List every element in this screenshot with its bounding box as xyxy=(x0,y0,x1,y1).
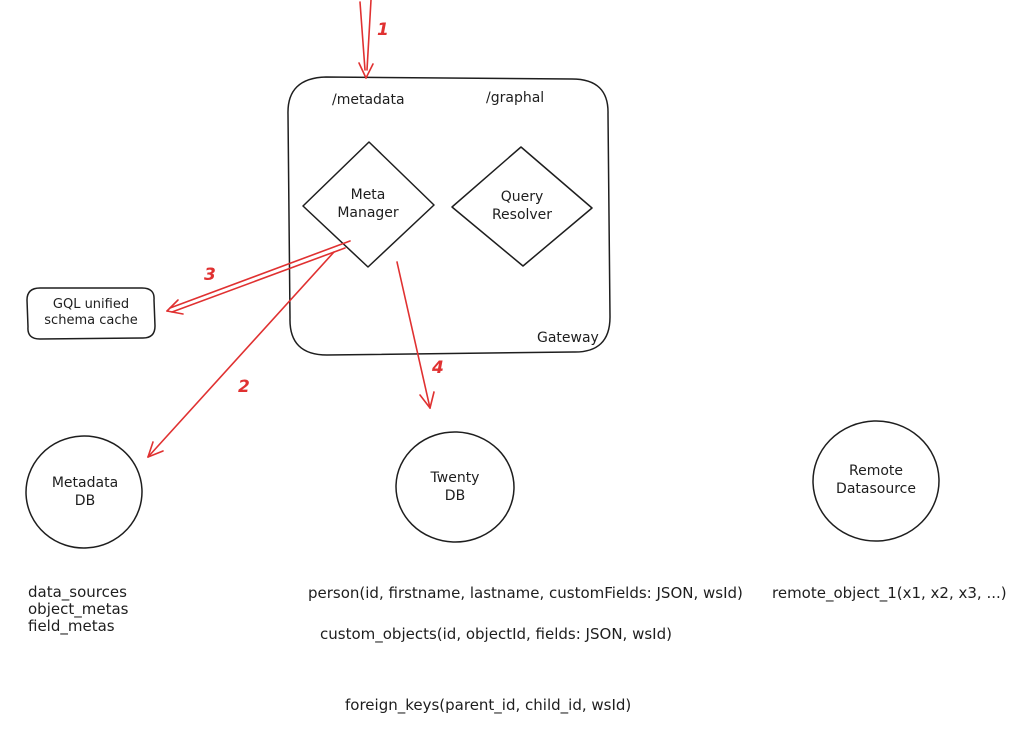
arrow-3 xyxy=(166,240,351,315)
person-table-note: person(id, firstname, lastname, customFi… xyxy=(308,584,743,602)
meta-manager-label: Meta Manager xyxy=(337,187,399,221)
gateway-label: Gateway xyxy=(537,330,599,346)
twenty-db-circle xyxy=(395,431,515,543)
meta-manager-diamond xyxy=(302,141,435,268)
gateway-box xyxy=(287,76,611,356)
query-resolver-diamond xyxy=(451,146,593,267)
arrow-4-label: 4 xyxy=(432,358,444,378)
endpoint-metadata-label: /metadata xyxy=(332,92,405,108)
remote-object-note: remote_object_1(x1, x2, x3, ...) xyxy=(772,584,1007,602)
arrow-2-label: 2 xyxy=(238,377,250,397)
arrow-3-label: 3 xyxy=(204,265,216,285)
remote-datasource-label: Remote Datasource xyxy=(836,463,916,497)
endpoint-graphql-label: /graphal xyxy=(486,90,545,106)
remote-datasource-circle xyxy=(812,420,940,542)
schema-cache-box xyxy=(26,287,156,340)
schema-cache-label: GQL unified schema cache xyxy=(44,297,138,328)
custom-objects-table-note: custom_objects(id, objectId, fields: JSO… xyxy=(320,625,672,643)
foreign-keys-table-note: foreign_keys(parent_id, child_id, wsId) xyxy=(345,696,632,714)
arrow-1 xyxy=(358,0,374,79)
query-resolver-label: Query Resolver xyxy=(491,189,553,223)
metadata-db-label: Metadata DB xyxy=(51,475,119,509)
twenty-db-label: Twenty DB xyxy=(430,470,480,504)
arrow-4 xyxy=(396,261,435,409)
metadata-db-tables-note: data_sources object_metas field_metas xyxy=(28,583,129,635)
arrow-1-label: 1 xyxy=(377,20,389,40)
metadata-db-circle xyxy=(25,435,143,549)
arrow-2 xyxy=(147,251,335,458)
